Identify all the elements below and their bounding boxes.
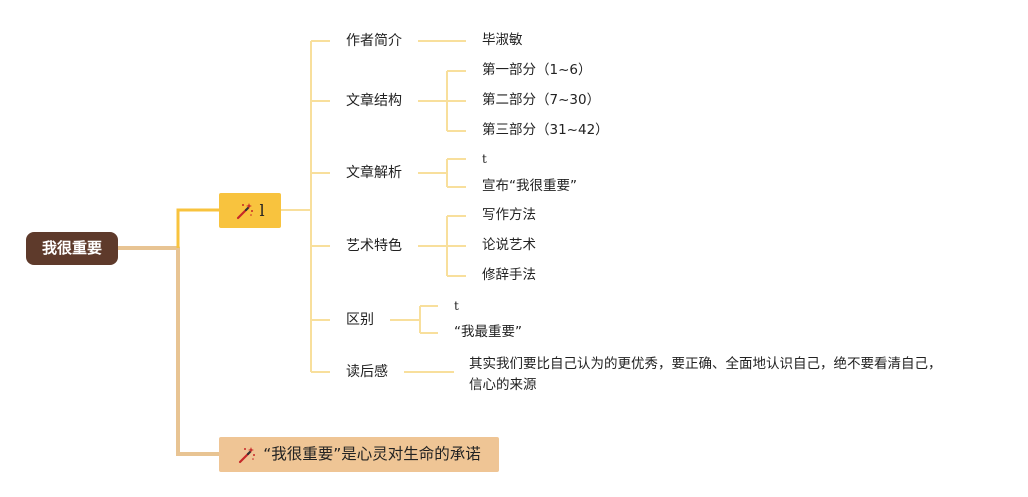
hub-node[interactable]: l [219, 193, 281, 228]
leaf-difference-t[interactable]: t [454, 299, 459, 313]
connector-root-to-hub [176, 208, 219, 248]
connector-root-to-summary [176, 246, 221, 456]
root-node[interactable]: 我很重要 [26, 232, 118, 265]
leaf-art-writing-method[interactable]: 写作方法 [482, 207, 536, 223]
leaf-structure-part-1[interactable]: 第一部分（1~6） [482, 62, 592, 78]
summary-label: “我很重要”是心灵对生命的承诺 [263, 444, 481, 463]
leaf-structure-part-2[interactable]: 第二部分（7~30） [482, 92, 601, 108]
leaf-reflection-line-1: 其实我们要比自己认为的更优秀，要正确、全面地认识自己，绝不要看清自己， [469, 356, 942, 372]
leaf-art-rhetoric[interactable]: 修辞手法 [482, 267, 536, 283]
branch-art[interactable]: 艺术特色 [346, 238, 402, 254]
leaf-author-name[interactable]: 毕淑敏 [482, 32, 523, 48]
leaf-analysis-declare[interactable]: 宣布“我很重要” [482, 178, 577, 194]
branch-analysis[interactable]: 文章解析 [346, 165, 402, 181]
branch-structure[interactable]: 文章结构 [346, 93, 402, 109]
magic-wand-icon [237, 202, 254, 219]
branch-author[interactable]: 作者简介 [346, 33, 402, 49]
branch-difference[interactable]: 区别 [346, 312, 374, 328]
leaf-reflection-text[interactable]: 其实我们要比自己认为的更优秀，要正确、全面地认识自己，绝不要看清自己， 信心的来… [469, 354, 979, 396]
leaf-art-argument[interactable]: 论说艺术 [482, 237, 536, 253]
leaf-structure-part-3[interactable]: 第三部分（31~42） [482, 122, 609, 138]
leaf-difference-most-important[interactable]: “我最重要” [454, 324, 522, 340]
summary-node[interactable]: “我很重要”是心灵对生命的承诺 [219, 437, 499, 472]
magic-wand-icon [239, 446, 256, 463]
leaf-analysis-t[interactable]: t [482, 152, 487, 166]
branch-reflection[interactable]: 读后感 [346, 364, 388, 380]
hub-label: l [259, 200, 265, 220]
leaf-reflection-line-2: 信心的来源 [469, 377, 537, 393]
